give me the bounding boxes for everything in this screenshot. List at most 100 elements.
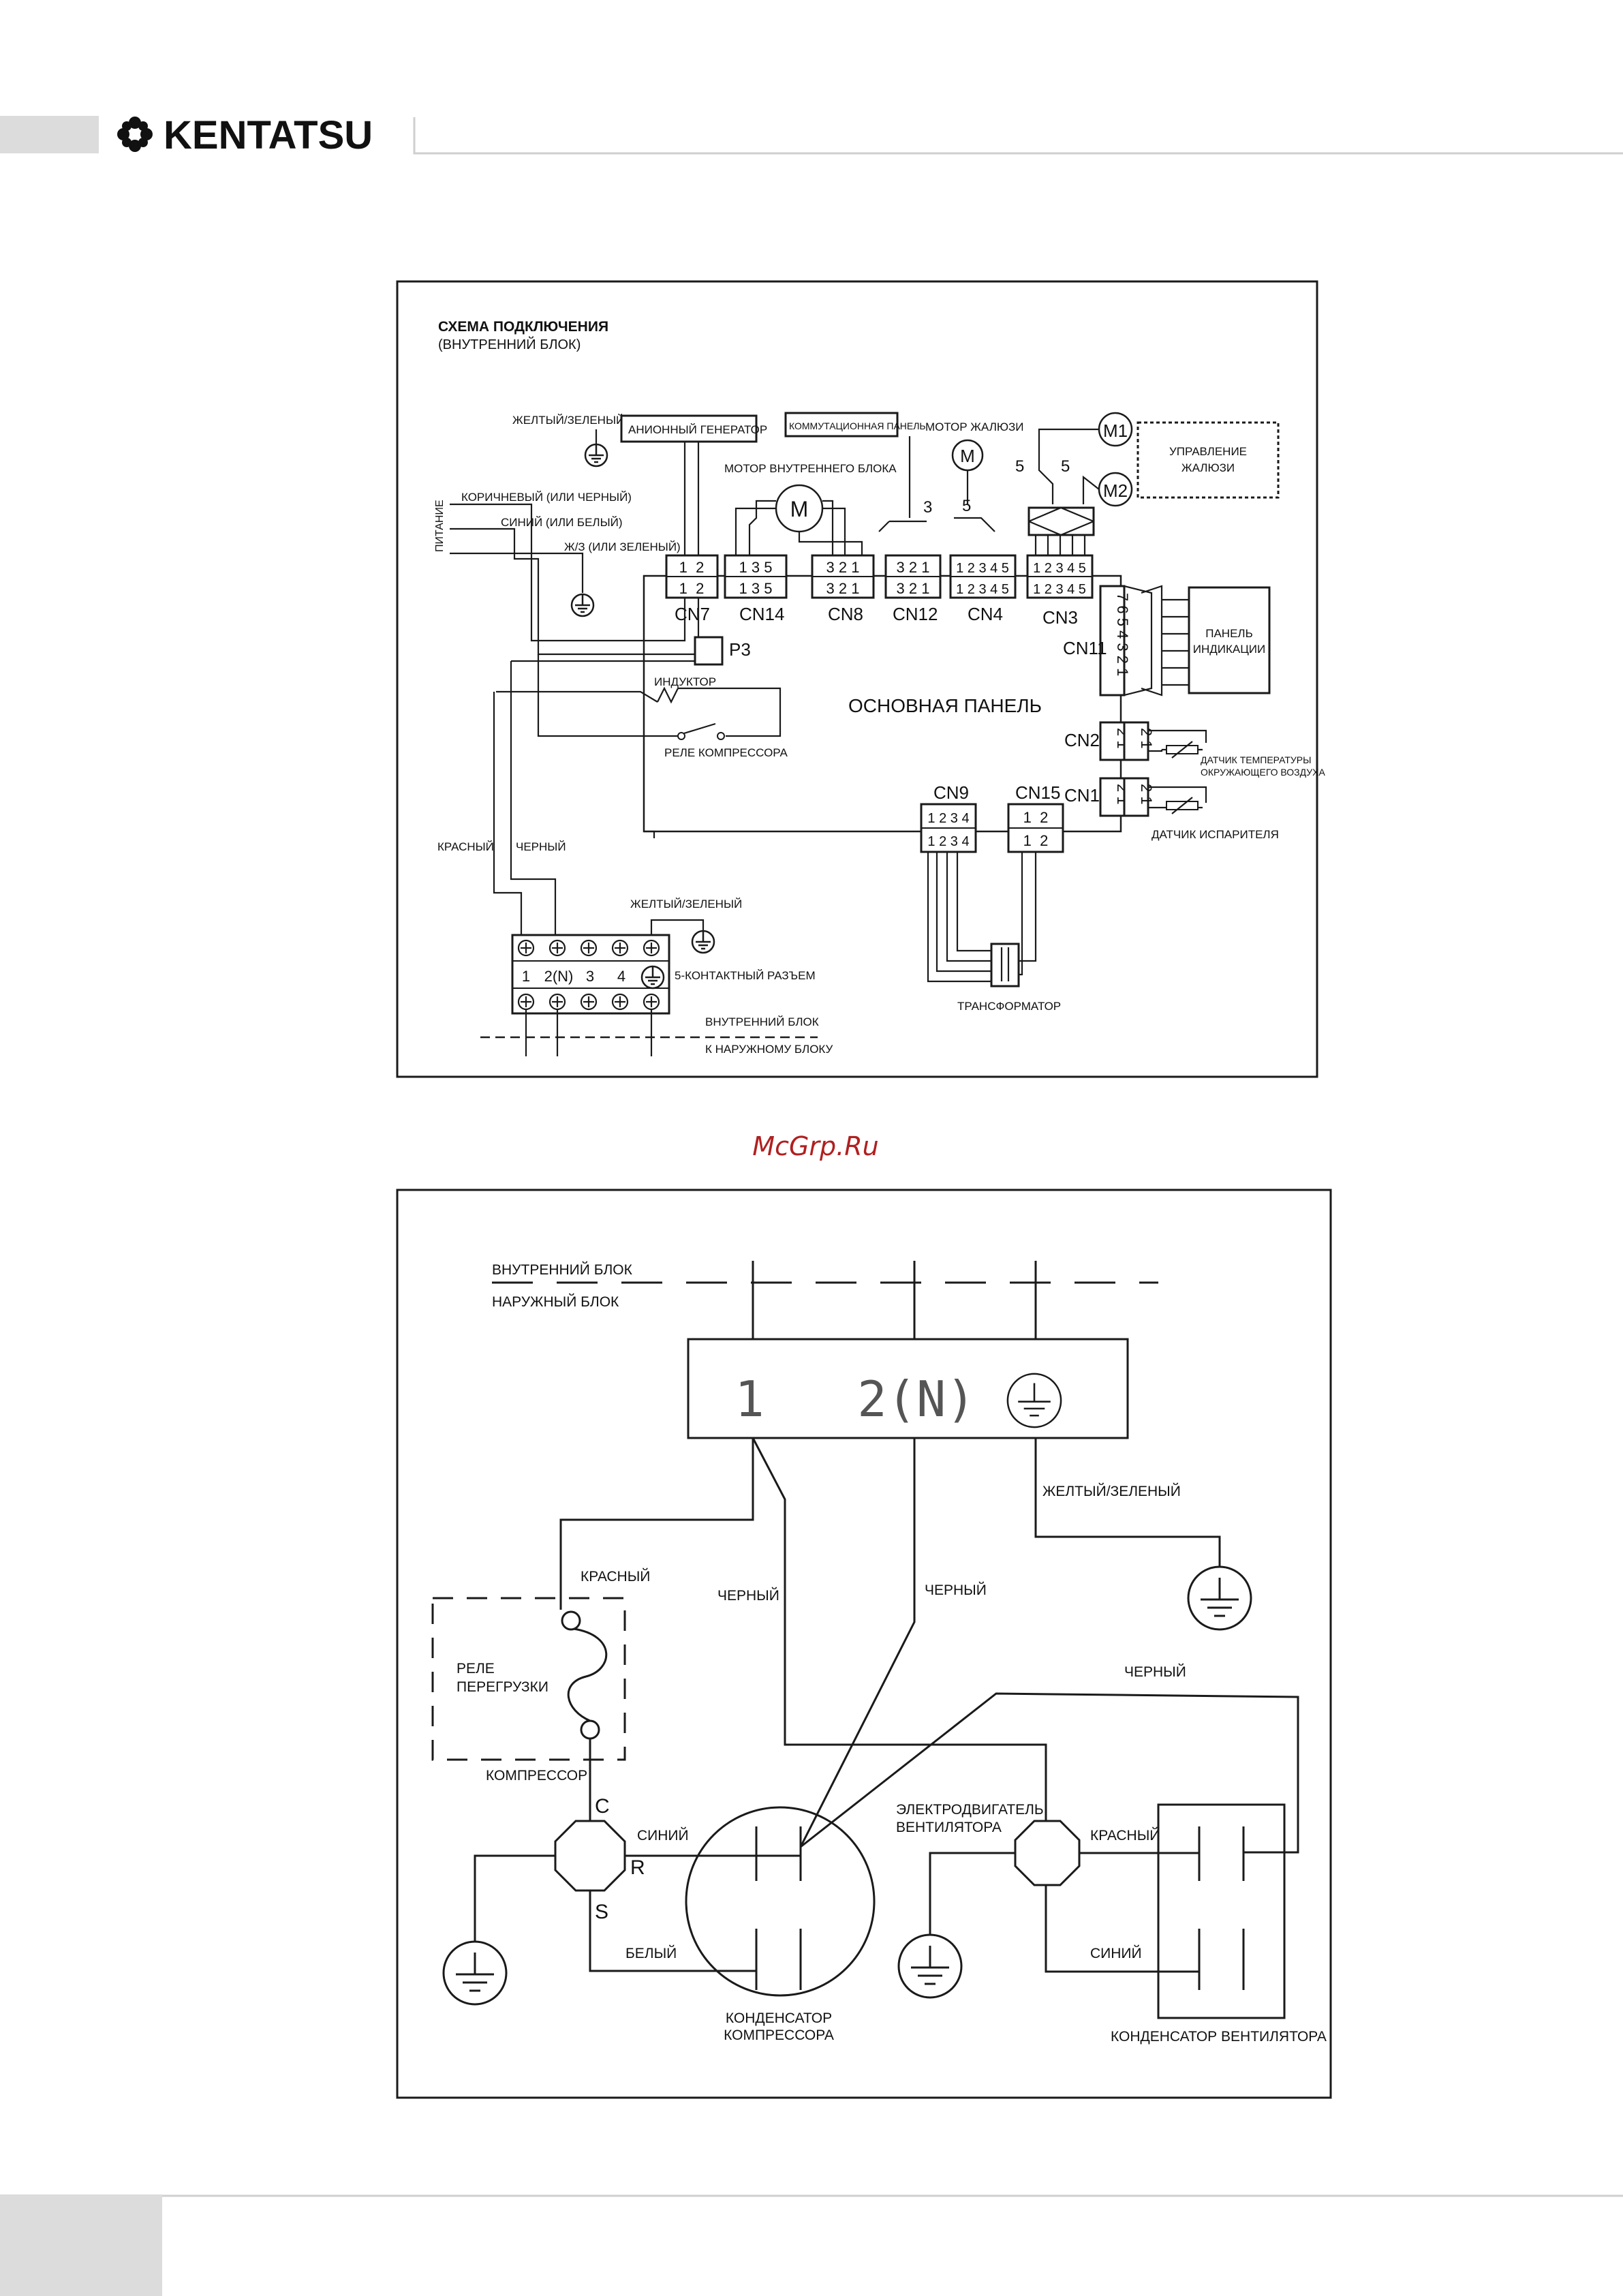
label-c: C (595, 1795, 610, 1818)
label-fan-cap: КОНДЕНСАТОР ВЕНТИЛЯТОРА (1111, 2029, 1327, 2045)
wire-count-5-m1: 5 (1015, 457, 1024, 476)
label-yellow-green-top: ЖЕЛТЫЙ/ЗЕЛЕНЫЙ (512, 414, 624, 427)
motor-m1-label: M1 (1103, 420, 1128, 441)
label-comm-panel: КОММУТАЦИОННАЯ ПАНЕЛЬ (789, 420, 926, 431)
label-overload-2: ПЕРЕГРУЗКИ (457, 1679, 548, 1695)
diagram-indoor-wiring: СХЕМА ПОДКЛЮЧЕНИЯ (ВНУТРЕННИЙ БЛОК) ЖЕЛТ… (396, 280, 1326, 1078)
label-indoor-unit-2: ВНУТРЕННИЙ БЛОК (492, 1261, 633, 1278)
label-ambient-sensor-2: ОКРУЖАЮЩЕГО ВОЗДУХА (1201, 767, 1326, 778)
connector-cn1-mate (1123, 777, 1149, 817)
label-red-fan: КРАСНЫЙ (1090, 1827, 1160, 1843)
label-compressor: КОМПРЕССОР (486, 1768, 587, 1784)
diagram2-frame (396, 1189, 1332, 2099)
header-gray-band (0, 116, 99, 153)
outdoor-terminal-ground-icon (1006, 1373, 1062, 1428)
fan-motor-icon (1014, 1820, 1081, 1886)
label-cn2: CN2 (1064, 730, 1100, 750)
cn7-pins-bottom: 1 2 (679, 580, 705, 597)
label-white-2: БЕЛЫЙ (625, 1945, 677, 1961)
cn15-pins-top: 1 2 (1023, 809, 1049, 826)
cn3-pins-bottom: 1 2 3 4 5 (1033, 582, 1086, 597)
label-blue-2: СИНИЙ (637, 1827, 689, 1843)
ground-icon (691, 930, 715, 954)
cn8-pins-bottom: 3 2 1 (826, 580, 860, 597)
label-ambient-sensor-1: ДАТЧИК ТЕМПЕРАТУРЫ (1201, 754, 1312, 765)
label-power: ПИТАНИЕ (434, 500, 446, 552)
cn15-pins-bottom: 1 2 (1023, 832, 1049, 849)
brand-logo-icon (117, 117, 153, 152)
outdoor-terminal-block (687, 1338, 1129, 1439)
label-inductor: ИНДУКТОР (654, 675, 716, 688)
label-to-outdoor: К НАРУЖНОМУ БЛОКУ (705, 1043, 833, 1056)
terminal-ground-icon (640, 965, 665, 990)
label-cn7: CN7 (675, 604, 710, 624)
fan-capacitor-box (1157, 1803, 1286, 2019)
p3-box (694, 636, 724, 666)
label-display-1: ПАНЕЛЬ (1205, 627, 1253, 640)
label-blue-wire: СИНИЙ (ИЛИ БЕЛЫЙ) (501, 516, 623, 529)
cn8-pins-top: 3 2 1 (826, 559, 860, 576)
comm-panel-box (784, 412, 899, 438)
label-cn4: CN4 (968, 604, 1003, 624)
label-display-2: ИНДИКАЦИИ (1193, 643, 1265, 656)
label-comp-cap-1: КОНДЕНСАТОР (726, 2010, 832, 2026)
label-yellow-green-2: ЖЕЛТЫЙ/ЗЕЛЕНЫЙ (1042, 1483, 1181, 1499)
footer-gray-block (0, 2194, 162, 2296)
label-red-wire: КРАСНЫЙ (437, 840, 494, 853)
label-brown-wire: КОРИЧНЕВЫЙ (ИЛИ ЧЕРНЫЙ) (461, 491, 632, 504)
main-board-outline (643, 575, 1122, 833)
terminal-4: 4 (617, 968, 625, 985)
label-fan-motor-2: ВЕНТИЛЯТОРА (896, 1820, 1002, 1835)
cn12-pins-top: 3 2 1 (897, 559, 930, 576)
indoor-fan-motor-symbol: M (790, 497, 809, 521)
label-black-left: ЧЕРНЫЙ (717, 1587, 779, 1604)
label-indoor-unit: ВНУТРЕННИЙ БЛОК (705, 1015, 819, 1028)
ground-icon (897, 1933, 963, 1999)
louver-motor-symbol: M (960, 446, 975, 466)
louver-control-box (1137, 421, 1280, 499)
label-overload-1: РЕЛЕ (457, 1661, 495, 1677)
label-louver-control-1: УПРАВЛЕНИЕ (1169, 445, 1247, 458)
cn9-pins-bottom: 1 2 3 4 (927, 834, 969, 849)
connector-cn11 (1099, 585, 1126, 697)
label-indoor-motor: МОТОР ВНУТРЕННЕГО БЛОКА (724, 462, 897, 475)
label-black-mid: ЧЕРНЫЙ (925, 1582, 987, 1598)
cn12-pins-bottom: 3 2 1 (897, 580, 930, 597)
ground-icon (442, 1940, 508, 2006)
label-cn9: CN9 (933, 782, 969, 803)
diagram1-title: СХЕМА ПОДКЛЮЧЕНИЯ (438, 319, 608, 335)
watermark: McGrp.Ru (752, 1131, 878, 1161)
terminal-3: 3 (586, 968, 594, 985)
label-cn3: CN3 (1042, 607, 1078, 628)
label-cn15: CN15 (1015, 782, 1060, 803)
label-r: R (630, 1856, 645, 1879)
ground-icon (584, 443, 608, 468)
cn9-pins-top: 1 2 3 4 (927, 811, 969, 826)
cn14-pins-bottom: 1 3 5 (739, 580, 773, 597)
cn3-pins-top: 1 2 3 4 5 (1033, 561, 1086, 576)
label-terminal-5: 5-КОНТАКТНЫЙ РАЗЪЕМ (675, 969, 816, 982)
motor-m2-label: M2 (1103, 480, 1128, 501)
label-yg-wire: Ж/З (ИЛИ ЗЕЛЕНЫЙ) (564, 540, 681, 553)
label-cn8: CN8 (828, 604, 863, 624)
label-cn14: CN14 (739, 604, 784, 624)
label-s: S (595, 1901, 608, 1923)
outdoor-terminal-2n: 2(N) (857, 1371, 975, 1428)
overload-relay-box (431, 1597, 626, 1761)
diagram-outdoor-wiring: ВНУТРЕННИЙ БЛОК НАРУЖНЫЙ БЛОК 1 2(N) ЖЕЛ… (396, 1189, 1332, 2099)
label-fan-motor-1: ЭЛЕКТРОДВИГАТЕЛЬ (896, 1802, 1044, 1818)
label-p3: P3 (729, 639, 751, 660)
cn4-pins-bottom: 1 2 3 4 5 (956, 582, 1009, 597)
cn3-coupler (1027, 506, 1095, 536)
cn11-pins: 7 6 5 4 3 2 1 (1114, 593, 1131, 676)
label-blue-fan: СИНИЙ (1090, 1945, 1142, 1961)
terminal-2n: 2(N) (544, 968, 574, 985)
header-rule (413, 117, 1623, 155)
label-cn1: CN1 (1064, 785, 1100, 806)
label-louver-motor: МОТОР ЖАЛЮЗИ (925, 420, 1024, 433)
transformer-icon (990, 943, 1020, 988)
wire-count-5-m2: 5 (1061, 457, 1070, 476)
label-anion-generator: АНИОННЫЙ ГЕНЕРАТОР (628, 423, 767, 436)
diagram1-frame (396, 280, 1318, 1078)
cn7-pins-top: 1 2 (679, 559, 705, 576)
